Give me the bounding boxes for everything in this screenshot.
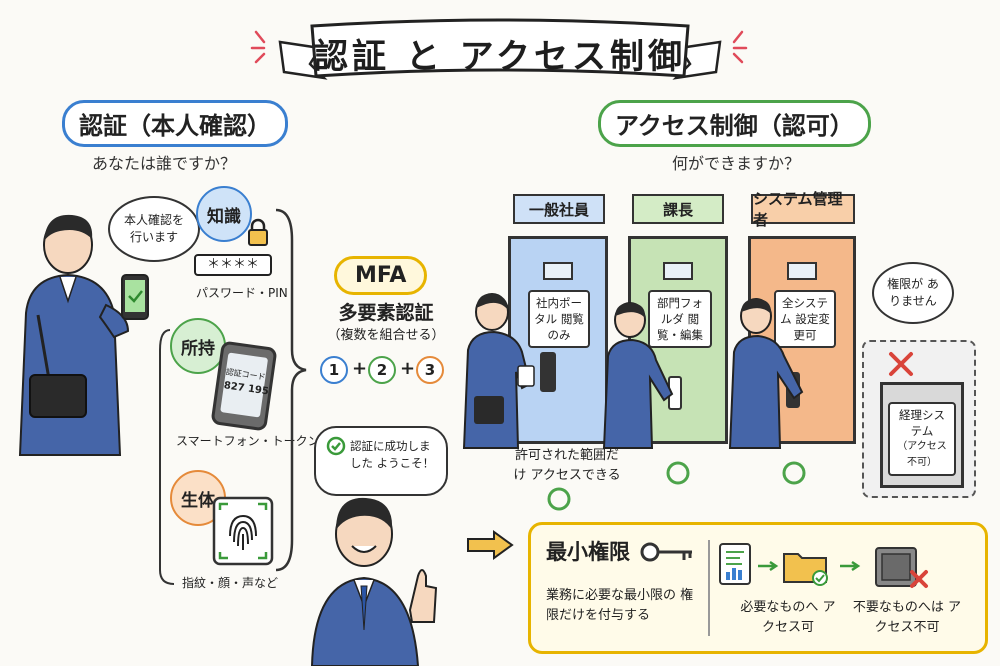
- auth-speech-bubble: 本人確認を行います: [108, 196, 200, 262]
- door-window-admin: [787, 262, 817, 280]
- allowed-ring-admin: [782, 461, 806, 485]
- lock-icon: [248, 218, 268, 246]
- document-chart-icon: [719, 543, 751, 585]
- denied-door-sub: （アクセス不可）: [897, 441, 947, 468]
- door-label-manager: 部門フォルダ 閲覧・編集: [648, 290, 712, 348]
- door-window-manager: [663, 262, 693, 280]
- manager-at-door-illustration: [602, 302, 674, 449]
- allowed-caption: 必要なものへ アクセス可: [740, 600, 836, 635]
- success-text: 認証に成功しました ようこそ！: [350, 439, 435, 470]
- denied-door-title: 経理システム: [899, 408, 945, 438]
- arrow-small-1-icon: [758, 560, 779, 572]
- mfa-badge: MFA: [334, 256, 428, 295]
- sparkle-right-icon: [732, 30, 748, 64]
- user-with-phone-illustration: [18, 214, 149, 456]
- password-field: ＊＊＊＊: [194, 254, 272, 276]
- denied-speech-text: 権限が ありません: [887, 277, 939, 308]
- title-banner: [278, 18, 722, 80]
- factor-possession-caption: スマートフォン・トークン: [176, 434, 320, 448]
- success-bubble: 認証に成功しました ようこそ！: [314, 426, 448, 496]
- key-icon: [640, 542, 692, 562]
- factor-knowledge-caption: パスワード・PIN: [196, 286, 288, 300]
- door-window-employee: [543, 262, 573, 280]
- employee-at-door-illustration: [462, 293, 535, 449]
- factor-bracket: [159, 208, 307, 585]
- mfa-number-3: 3: [416, 356, 444, 384]
- happy-user-illustration: [310, 497, 438, 666]
- mfa-number-1: 1: [320, 356, 348, 384]
- folder-check-icon: [783, 553, 828, 586]
- card-reader: [540, 352, 556, 392]
- mfa-plus-1: +: [352, 358, 368, 379]
- factor-possession-badge: 所持: [170, 318, 226, 374]
- denied-x-icon: [889, 352, 913, 376]
- password-mask: ＊＊＊＊: [206, 257, 259, 272]
- fingerprint-icon: [212, 496, 274, 566]
- auth-speech-text: 本人確認を行います: [123, 213, 184, 244]
- role-tab-admin: システム管理者: [751, 190, 855, 229]
- authentication-heading: 認証（本人確認）: [62, 100, 288, 147]
- access-control-question: 何ができますか？: [672, 154, 801, 173]
- arrow-right-icon: [467, 530, 514, 560]
- factor-knowledge-badge: 知識: [196, 186, 252, 242]
- arrow-small-2-icon: [840, 560, 861, 572]
- mfa-subtitle: （複数を組合せる）: [327, 328, 445, 343]
- allowed-ring-manager: [666, 461, 690, 485]
- least-privilege-description: 業務に必要な最小限の 権限だけを付与する: [546, 588, 694, 623]
- factor-biometric-caption: 指紋・顔・声など: [182, 576, 279, 590]
- sparkle-left-icon: [250, 30, 266, 64]
- admin-at-door-illustration: [728, 298, 804, 449]
- least-privilege-divider: [708, 540, 710, 636]
- page-title: 認証 と アクセス制御: [314, 37, 686, 77]
- check-circle-icon: [326, 436, 346, 456]
- denied-speech-bubble: 権限が ありません: [872, 262, 954, 324]
- allowed-note: 許可された範囲だけ アクセスできる: [513, 448, 621, 483]
- locked-safe-icon: [875, 547, 928, 588]
- door-label-denied: 経理システム （アクセス不可）: [888, 402, 956, 476]
- role-tab-manager: 課長: [632, 194, 724, 224]
- mfa-plus-2: +: [400, 358, 416, 379]
- door-label-employee: 社内ポータル 閲覧のみ: [528, 290, 590, 348]
- factor-biometric-badge: 生体: [170, 470, 226, 526]
- least-privilege-box: [528, 522, 988, 654]
- access-control-heading: アクセス制御（認可）: [598, 100, 871, 147]
- authentication-question: あなたは誰ですか？: [92, 154, 237, 173]
- least-privilege-title: 最小権限: [546, 540, 630, 564]
- mfa-number-2: 2: [368, 356, 396, 384]
- mfa-title: 多要素認証: [338, 302, 434, 324]
- denied-caption: 不要なものへは アクセス不可: [852, 600, 962, 635]
- role-tab-employee: 一般社員: [513, 194, 605, 224]
- allowed-ring-employee: [547, 487, 571, 511]
- door-label-admin: 全システム 設定変更可: [774, 290, 836, 348]
